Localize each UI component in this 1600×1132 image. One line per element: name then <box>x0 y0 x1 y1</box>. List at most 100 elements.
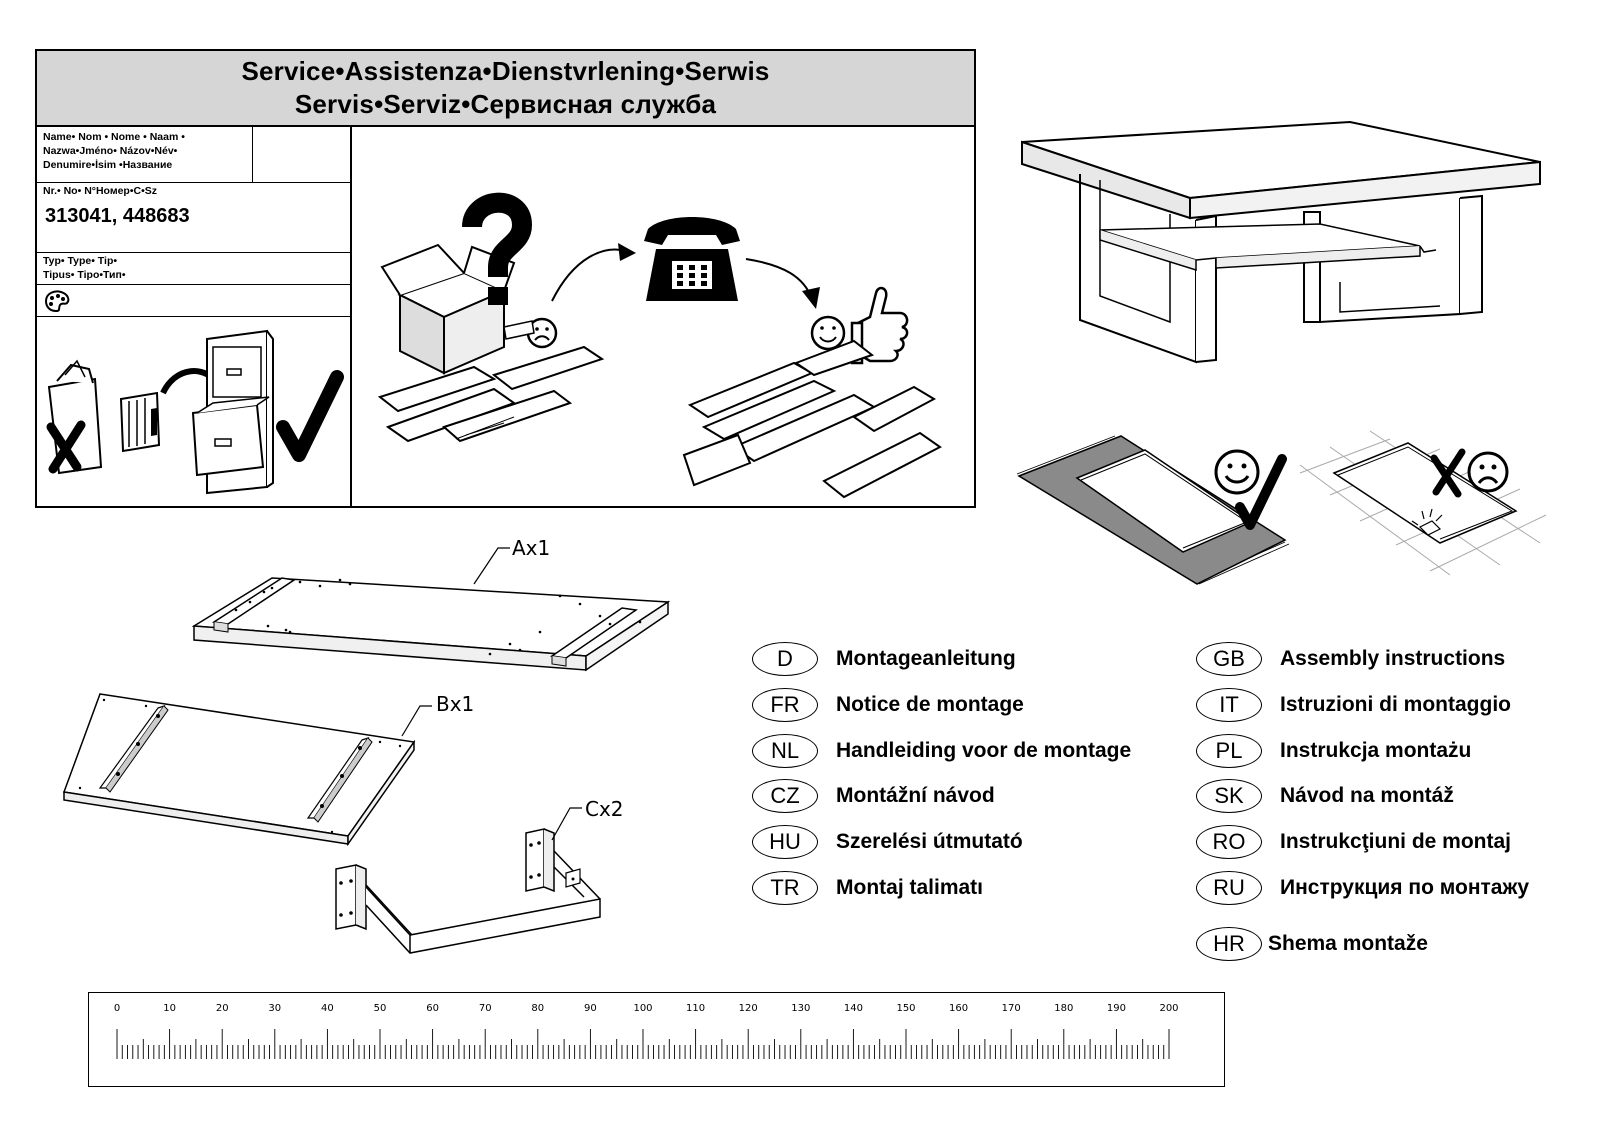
ruler-label: 0 <box>114 1003 120 1014</box>
language-item-ru: RU Инструкция по монтажу <box>1196 870 1529 906</box>
archive-illustration <box>37 317 350 508</box>
scratch-mark-icon <box>1411 508 1443 536</box>
part-c-leader-line <box>551 807 582 841</box>
ruler-label: 100 <box>633 1003 652 1014</box>
ruler-label: 170 <box>1002 1003 1021 1014</box>
language-name: Инструкция по монтажу <box>1280 876 1530 899</box>
name-field[interactable] <box>252 127 350 183</box>
service-title-line2: Servis•Serviz•Сервисная служба <box>294 89 717 119</box>
language-item-fr: FR Notice de montage <box>752 687 1024 723</box>
number-row: Nr.• No• N°Номер•C•Sz 313041, 448683 <box>37 183 350 253</box>
language-code: RO <box>1196 825 1262 859</box>
sad-face-icon <box>1467 451 1509 493</box>
language-name: Montageanleitung <box>836 647 1016 670</box>
language-item-gb: GB Assembly instructions <box>1196 641 1505 677</box>
language-item-sk: SK Návod na montáž <box>1196 778 1454 814</box>
ruler-label: 30 <box>268 1003 281 1014</box>
ruler-label: 110 <box>686 1003 705 1014</box>
check-mark-icon <box>276 370 344 462</box>
service-illustration <box>354 127 974 508</box>
ruler-label: 160 <box>949 1003 968 1014</box>
language-name: Notice de montage <box>836 693 1024 716</box>
happy-face-icon <box>810 315 846 351</box>
happy-face-icon <box>1214 449 1260 495</box>
color-row <box>37 285 350 317</box>
palette-icon <box>44 290 70 313</box>
organized-boards-icon <box>682 339 942 499</box>
ruler-label: 140 <box>844 1003 863 1014</box>
number-value: 313041, 448683 <box>45 205 190 227</box>
language-item-hr: HR Shema montaže <box>1196 926 1428 962</box>
part-b-label: Bx1 <box>436 692 475 716</box>
part-a-leader-line <box>473 547 510 585</box>
part-b-panel <box>62 693 416 847</box>
service-box: Service•Assistenza•Dienstvrlening•Serwis… <box>35 49 976 508</box>
language-name: Szerelési útmutató <box>836 830 1023 853</box>
ruler-label: 60 <box>426 1003 439 1014</box>
language-code: SK <box>1196 779 1262 813</box>
type-row: Typ• Type• Tip• Tipus• Tipo•Тип• <box>37 253 350 285</box>
language-code: D <box>752 642 818 676</box>
ruler-label: 10 <box>163 1003 176 1014</box>
ruler-label: 190 <box>1107 1003 1126 1014</box>
filing-cabinet-icon <box>191 329 274 495</box>
language-name: Shema montaže <box>1268 932 1428 955</box>
language-name: Montaj talimatı <box>836 876 984 899</box>
language-code: NL <box>752 734 818 768</box>
loose-boards-icon <box>377 320 605 443</box>
number-label: Nr.• No• N°Номер•C•Sz <box>43 185 158 197</box>
language-name: Návod na montáž <box>1280 784 1454 807</box>
cross-mark-icon <box>1430 448 1466 498</box>
language-item-hu: HU Szerelési útmutató <box>752 824 1023 860</box>
name-row: Name• Nom • Nome • Naam • Nazwa•Jméno• N… <box>37 127 350 183</box>
ruler-label: 40 <box>321 1003 334 1014</box>
language-code: CZ <box>752 779 818 813</box>
language-name: Montážní návod <box>836 784 995 807</box>
language-code: HR <box>1196 927 1262 961</box>
ruler-label: 50 <box>374 1003 387 1014</box>
ruler-label: 180 <box>1054 1003 1073 1014</box>
telephone-icon <box>644 217 740 301</box>
ruler-label: 150 <box>896 1003 915 1014</box>
language-name: Instrukcja montażu <box>1280 739 1472 762</box>
language-code: TR <box>752 871 818 905</box>
part-a-label: Ax1 <box>512 536 551 560</box>
language-item-it: IT Istruzioni di montaggio <box>1196 687 1511 723</box>
language-item-cz: CZ Montážní návod <box>752 778 995 814</box>
language-code: HU <box>752 825 818 859</box>
ruler-label: 200 <box>1159 1003 1178 1014</box>
language-name: Assembly instructions <box>1280 647 1506 670</box>
language-code: RU <box>1196 871 1262 905</box>
language-name: Istruzioni di montaggio <box>1280 693 1511 716</box>
type-label: Typ• Type• Tip• Tipus• Tipo•Тип• <box>43 255 126 281</box>
floor-rug-good-illustration <box>1016 435 1290 585</box>
language-item-pl: PL Instrukcja montażu <box>1196 733 1471 769</box>
language-name: Handleiding voor de montage <box>836 739 1132 762</box>
language-item-ro: RO Instrukcţiuni de montaj <box>1196 824 1511 860</box>
service-title-line1: Service•Assistenza•Dienstvrlening•Serwis <box>241 56 770 86</box>
service-form: Name• Nom • Nome • Naam • Nazwa•Jméno• N… <box>37 127 352 508</box>
ruler-label: 20 <box>216 1003 229 1014</box>
cross-mark-icon <box>46 420 86 474</box>
part-c-label: Cx2 <box>585 797 624 821</box>
ruler-label: 80 <box>531 1003 544 1014</box>
service-header: Service•Assistenza•Dienstvrlening•Serwis… <box>37 51 974 127</box>
assembled-table-illustration <box>1021 120 1541 364</box>
part-b-leader-line <box>401 705 432 737</box>
measuring-ruler: 0 10 20 30 40 50 60 70 80 90 100 110 120 130 140 150 160… <box>88 992 1225 1087</box>
language-code: IT <box>1196 688 1262 722</box>
language-name: Instrukcţiuni de montaj <box>1280 830 1512 853</box>
ruler-label: 70 <box>479 1003 492 1014</box>
language-code: GB <box>1196 642 1262 676</box>
language-code: PL <box>1196 734 1262 768</box>
ruler-label: 120 <box>739 1003 758 1014</box>
language-item-nl: NL Handleiding voor de montage <box>752 733 1131 769</box>
part-c-frame <box>335 828 601 954</box>
question-mark-icon <box>462 192 533 305</box>
language-code: FR <box>752 688 818 722</box>
binder-icon <box>119 391 161 453</box>
name-label: Name• Nom • Nome • Naam • Nazwa•Jméno• N… <box>43 131 185 171</box>
ruler-label: 90 <box>584 1003 597 1014</box>
ruler-label: 130 <box>791 1003 810 1014</box>
part-a-panel <box>191 577 671 672</box>
